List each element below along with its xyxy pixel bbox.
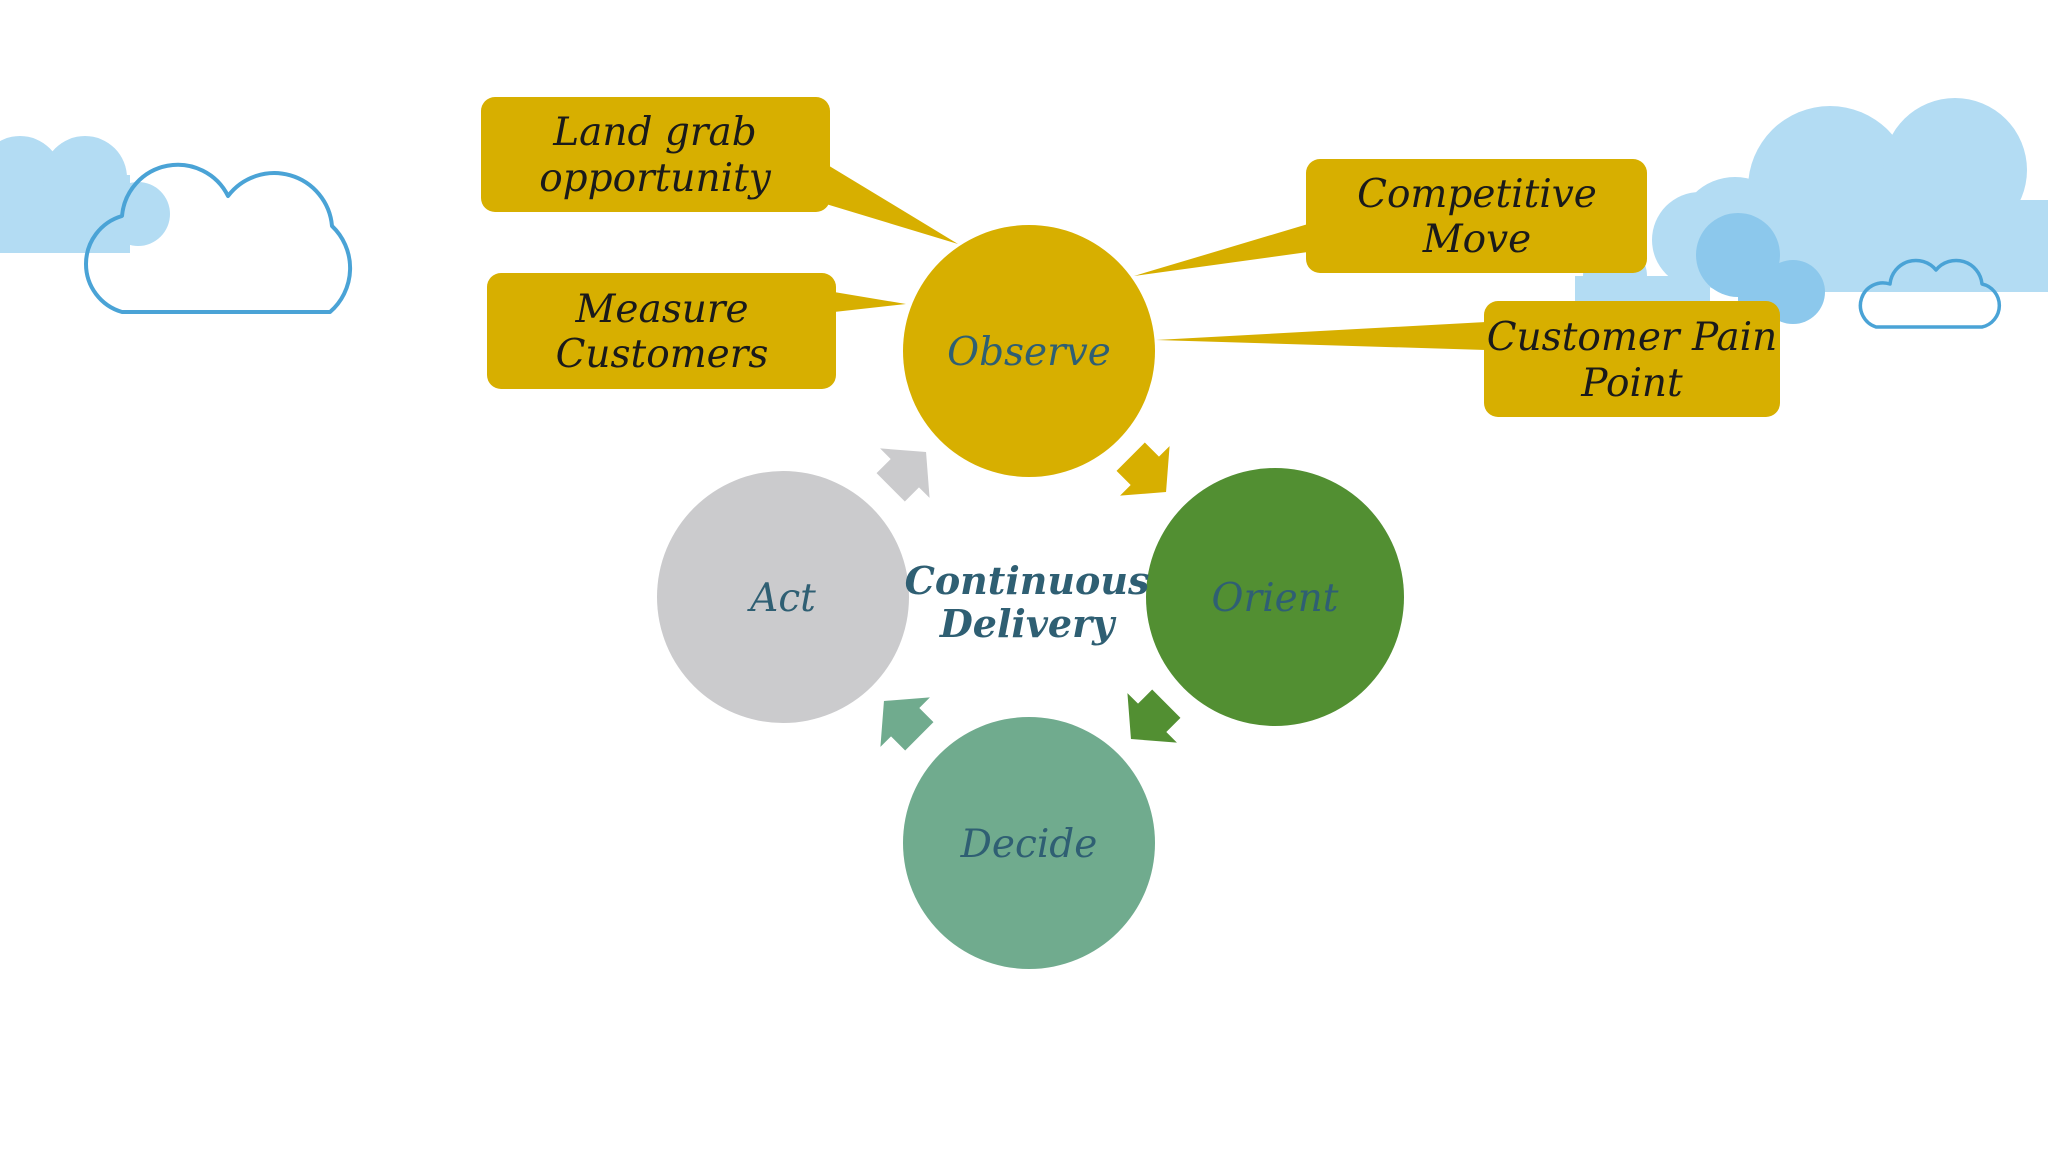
arrow-decide-to-act (880, 697, 934, 751)
callout-land-grab-line-1: Land grab (552, 110, 756, 155)
cloud-right-decor (1575, 98, 2048, 329)
stage-act-label: Act (747, 576, 816, 621)
stage-act (657, 471, 909, 723)
callout-pointers (826, 164, 1486, 350)
center-label-line-1: Continuous (905, 558, 1150, 603)
stage-observe-label: Observe (947, 330, 1111, 375)
stage-decide-label: Decide (960, 822, 1098, 867)
callout-land-grab (481, 97, 830, 212)
callout-competitive-move (1306, 159, 1647, 273)
callout-measure-customers-line-1: Measure (574, 287, 748, 332)
callout-customer-pain-point-line-1: Customer Pain (1487, 315, 1778, 360)
stage-orient (1146, 468, 1404, 726)
arrow-orient-to-decide (1127, 689, 1181, 743)
callout-competitive-move-line-1: Competitive (1357, 172, 1597, 217)
callout-land-grab-line-2: opportunity (539, 156, 772, 201)
cloud-left-decor (0, 136, 353, 314)
callout-customer-pain-point (1484, 301, 1780, 417)
callout-customer-pain-point-line-2: Point (1580, 361, 1683, 406)
stage-observe (903, 225, 1155, 477)
callout-measure-customers-line-2: Customers (556, 332, 769, 377)
arrow-act-to-observe (876, 448, 930, 502)
center-label-line-2: Delivery (939, 601, 1117, 646)
stage-orient-label: Orient (1212, 576, 1339, 621)
arrow-observe-to-orient (1116, 442, 1170, 496)
callout-competitive-move-line-2: Move (1422, 217, 1532, 262)
stage-decide (903, 717, 1155, 969)
callout-measure-customers (487, 273, 836, 389)
